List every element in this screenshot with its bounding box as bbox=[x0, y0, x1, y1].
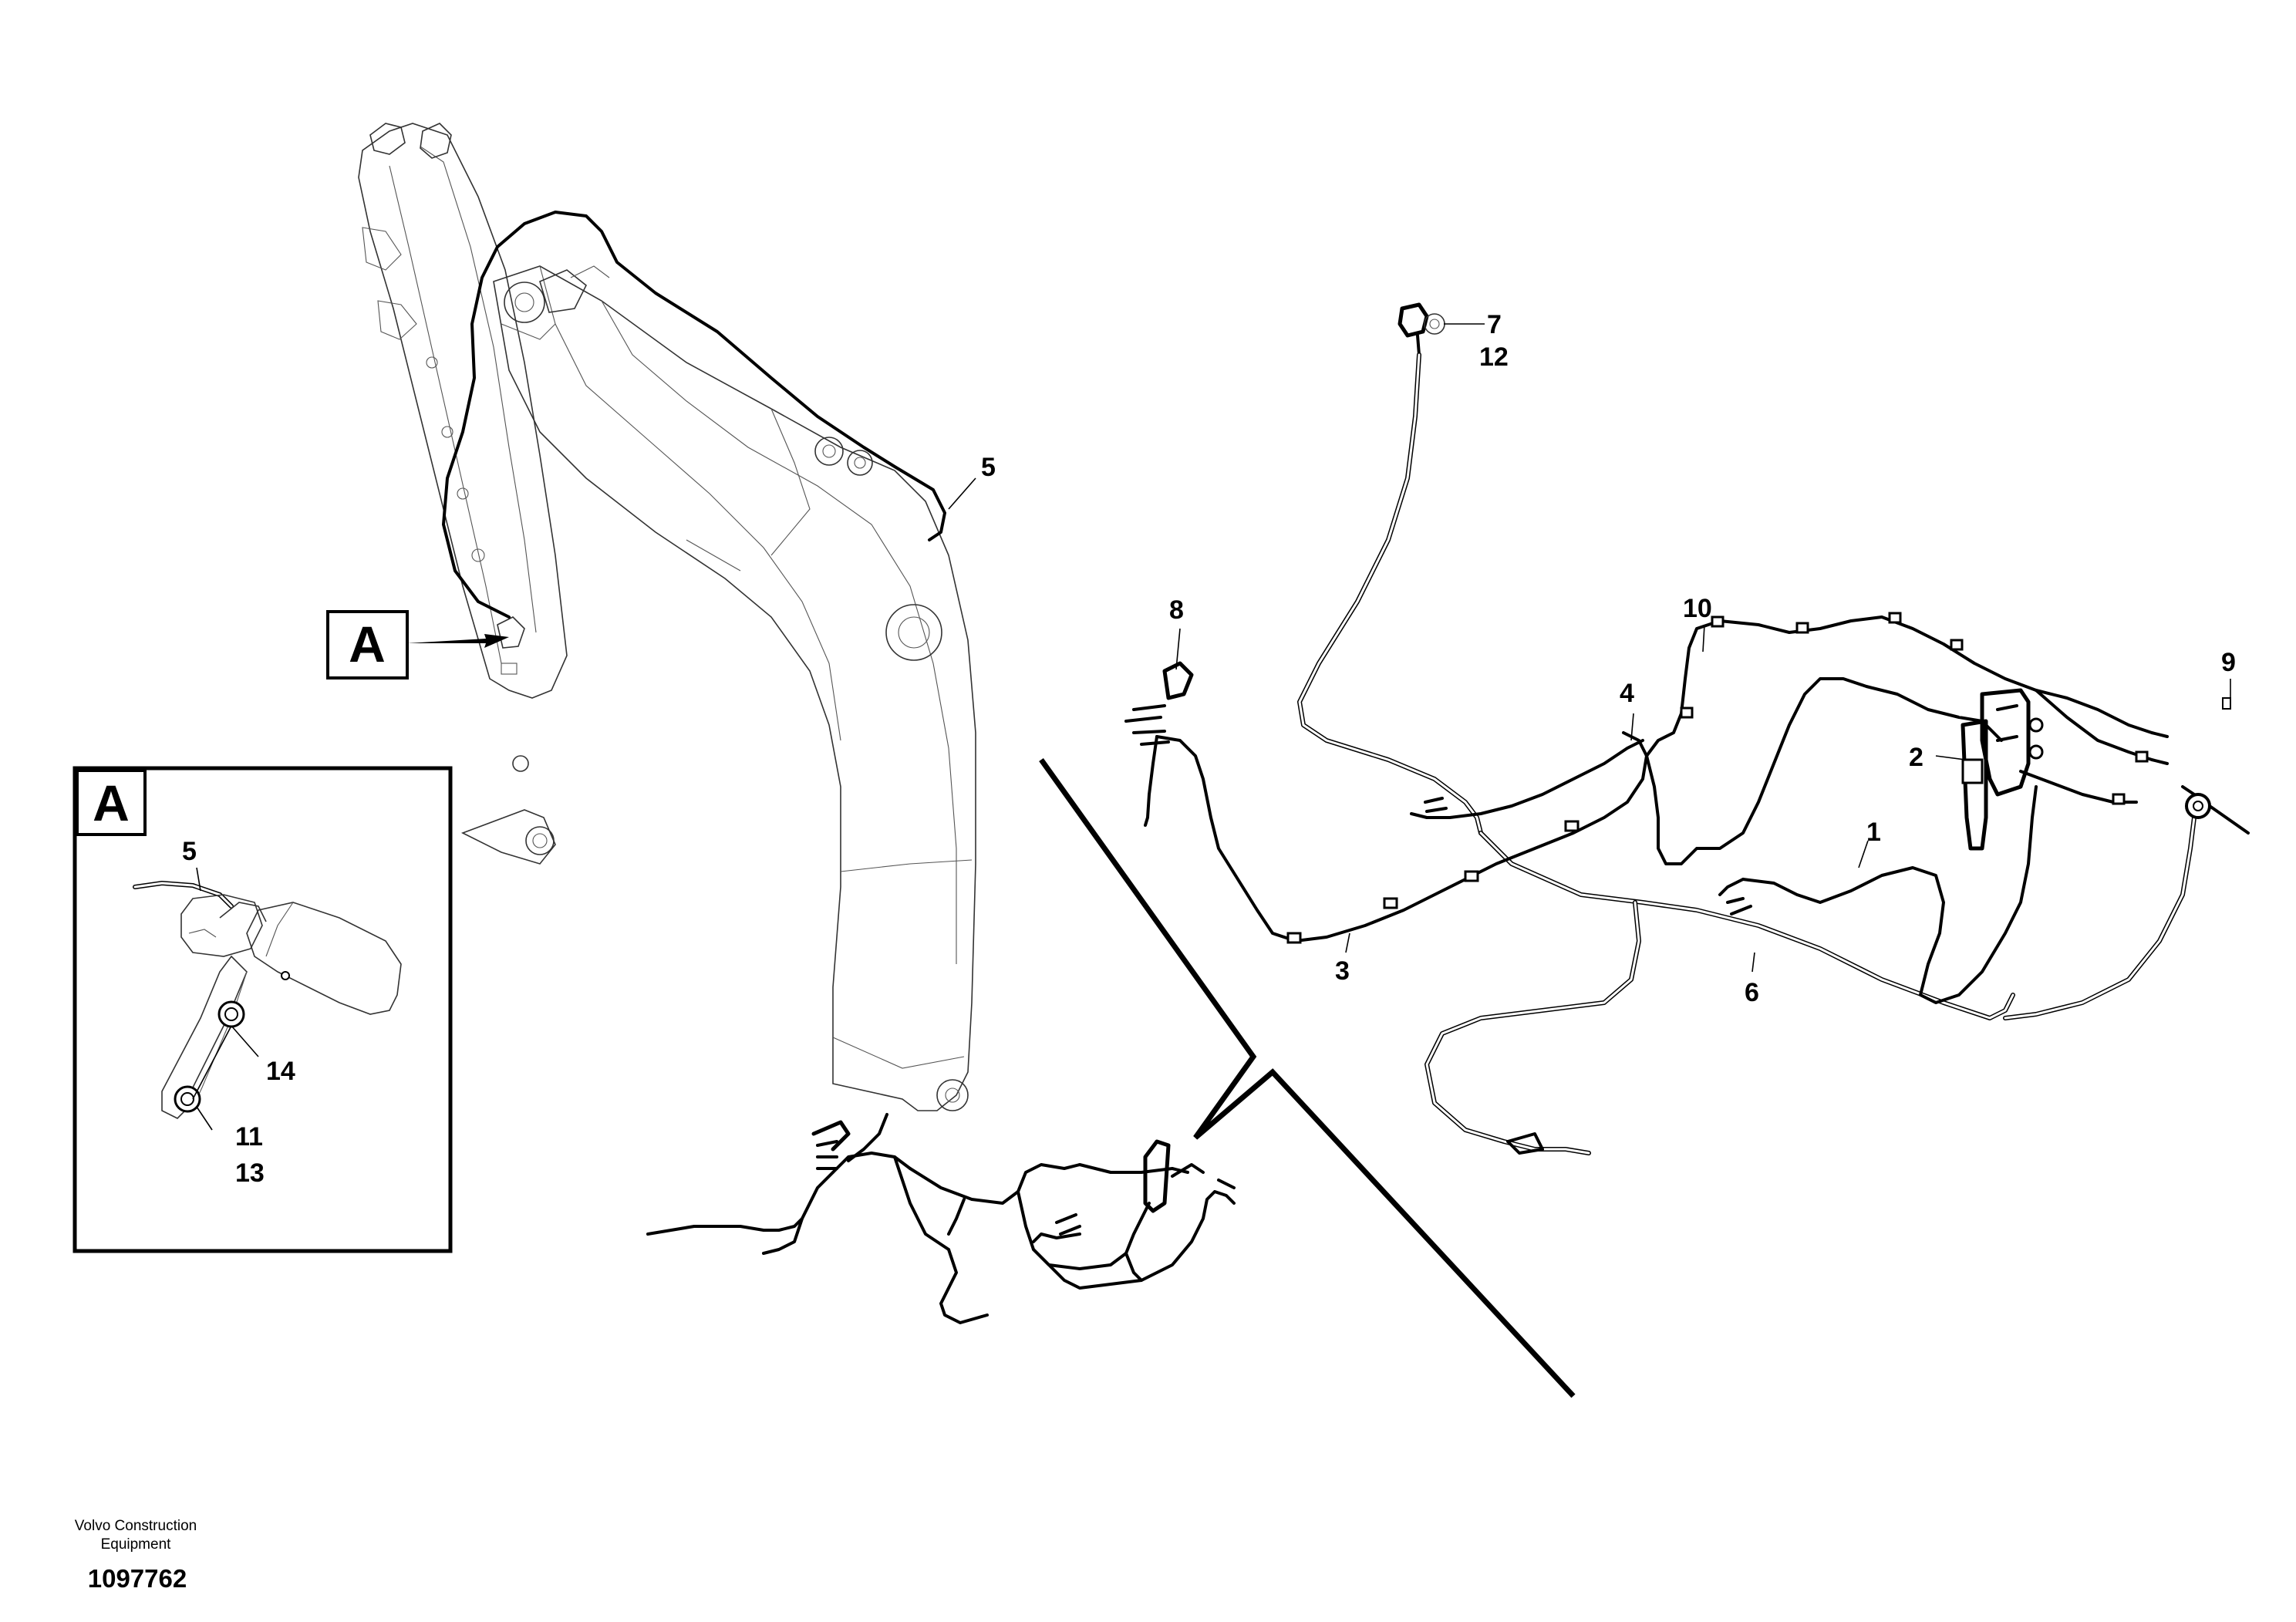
callout-3: 3 bbox=[1335, 956, 1350, 986]
callout-8: 8 bbox=[1169, 595, 1184, 625]
cab-harness-assembly bbox=[1124, 302, 2250, 1155]
inset-callout-14: 14 bbox=[266, 1057, 295, 1086]
boom bbox=[493, 265, 976, 1111]
boom-assembly bbox=[358, 123, 976, 1111]
inset-callout-11: 11 bbox=[235, 1122, 263, 1152]
callout-1: 1 bbox=[1866, 818, 1881, 847]
section-divider bbox=[1039, 757, 1576, 1398]
detail-marker-letter: A bbox=[349, 615, 386, 673]
harness-10 bbox=[1645, 615, 2038, 757]
footer: Volvo Construction Equipment 1097762 bbox=[75, 1518, 197, 1593]
drawing-number: 1097762 bbox=[88, 1564, 187, 1593]
callout-12: 12 bbox=[1479, 342, 1509, 372]
callout-5: 5 bbox=[981, 453, 996, 482]
callout-4: 4 bbox=[1620, 679, 1634, 708]
harness-4 bbox=[1410, 739, 1644, 819]
callouts: 1 2 3 4 5 6 7 8 9 10 12 bbox=[981, 310, 2236, 1007]
boom-harness bbox=[442, 211, 946, 619]
detail-marker-a: A bbox=[326, 610, 509, 679]
arm bbox=[358, 123, 568, 865]
company-name-line2: Equipment bbox=[101, 1536, 172, 1553]
part-9 bbox=[2222, 697, 2231, 710]
harness-1 bbox=[1741, 785, 2038, 1004]
callout-2: 2 bbox=[1909, 743, 1923, 772]
callout-leaders bbox=[948, 323, 2231, 973]
detail-view-letter: A bbox=[93, 774, 130, 831]
callout-7: 7 bbox=[1487, 310, 1502, 339]
inset-callout-5: 5 bbox=[182, 837, 197, 866]
detail-view-a: A 5 14 11 13 bbox=[72, 766, 453, 1253]
boom-foot-harness bbox=[646, 1113, 1236, 1324]
company-name-line1: Volvo Construction bbox=[75, 1518, 197, 1534]
inset-callout-13: 13 bbox=[235, 1158, 265, 1188]
sensor-7 bbox=[1397, 302, 1445, 356]
control-unit-2 bbox=[1961, 688, 2044, 851]
callout-6: 6 bbox=[1745, 978, 1759, 1007]
harness-3 bbox=[1155, 731, 1648, 943]
callout-9: 9 bbox=[2221, 648, 2236, 677]
callout-10: 10 bbox=[1683, 594, 1712, 623]
